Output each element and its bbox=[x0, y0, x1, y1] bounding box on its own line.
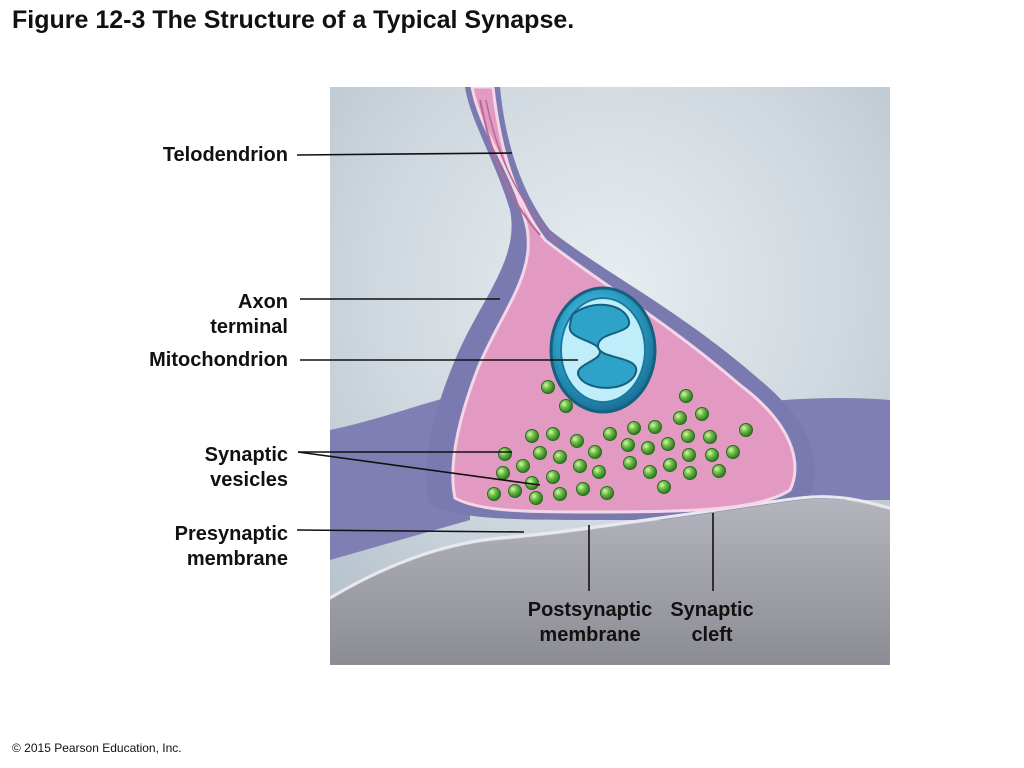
postsynaptic-membrane-line bbox=[330, 495, 890, 600]
synaptic-vesicles-group bbox=[487, 380, 753, 505]
label-postsynaptic-membrane: Postsynaptic membrane bbox=[527, 599, 653, 646]
vesicles-leader-2 bbox=[297, 451, 541, 486]
label-synaptic-vesicles: Synaptic vesicles bbox=[204, 444, 288, 491]
figure-title: Figure 12-3 The Structure of a Typical S… bbox=[12, 6, 575, 34]
mitochondrion-shape bbox=[549, 286, 657, 414]
label-axon-terminal: Axon terminal bbox=[210, 291, 288, 338]
label-mitochondrion: Mitochondrion bbox=[149, 349, 288, 371]
leader-lines bbox=[296, 152, 714, 591]
label-telodendrion: Telodendrion bbox=[162, 144, 288, 166]
presynaptic-leader bbox=[296, 529, 525, 533]
label-synaptic-cleft: Synaptic cleft bbox=[670, 599, 754, 646]
copyright-notice: © 2015 Pearson Education, Inc. bbox=[12, 741, 182, 755]
label-presynaptic-membrane: Presynaptic membrane bbox=[174, 523, 288, 570]
postsynaptic-cell bbox=[330, 498, 890, 665]
telodendrion-leader bbox=[296, 152, 513, 156]
